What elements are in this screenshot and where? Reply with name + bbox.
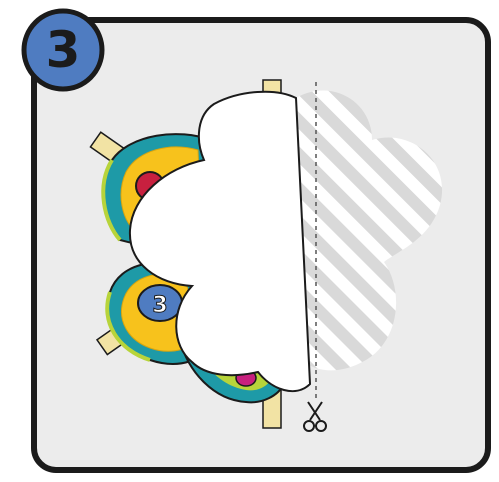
button-number: 3: [152, 293, 167, 318]
scissors-icon: [302, 400, 328, 434]
numbered-button-icon: 3: [138, 285, 182, 321]
step-badge: 3: [21, 8, 105, 92]
step-number: 3: [21, 8, 105, 92]
